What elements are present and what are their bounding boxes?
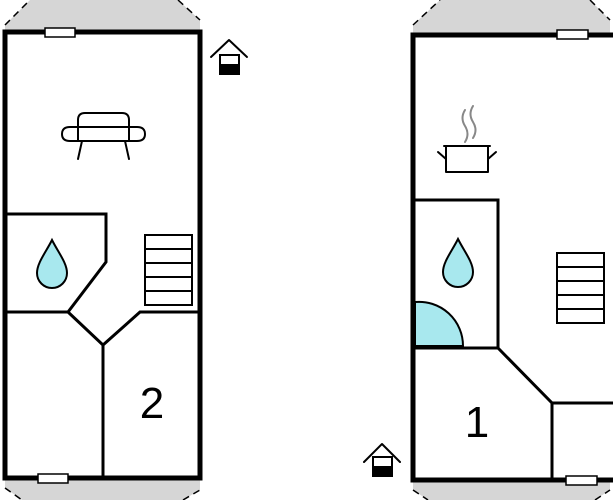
hall-wall [496,346,554,480]
floor-label: 2 [140,379,164,428]
terrace-bottom-edge [412,489,611,500]
window-top [44,27,76,38]
terrace-bottom-edge [4,487,201,500]
entrance-icon [210,39,248,75]
water-drop-icon [35,237,69,289]
hall-wall-left [66,310,105,478]
sofa-icon [61,112,146,160]
floor-1: 1 [363,0,613,500]
terrace-top-edge [412,0,611,26]
terrace-top-edge [4,0,201,26]
outer-wall [410,32,613,483]
window-top [556,29,589,40]
hall-wall-right [102,310,200,347]
bathroom-wall [413,198,500,350]
entrance-icon [363,443,401,477]
stairs-icon [556,252,605,324]
terrace-top [413,0,610,35]
terrace-bottom [413,480,610,500]
water-drop-icon [441,236,475,288]
floor-2: 2 [2,0,248,500]
stairs-icon [144,234,193,306]
floor-label: 1 [465,398,489,447]
terrace-top [5,0,200,32]
window-bottom [565,475,598,486]
window-bottom [37,473,69,484]
bathroom-wall [5,212,108,314]
terrace-bottom [5,478,200,500]
shower-icon [414,300,465,347]
cooking-pot-icon [437,105,497,173]
